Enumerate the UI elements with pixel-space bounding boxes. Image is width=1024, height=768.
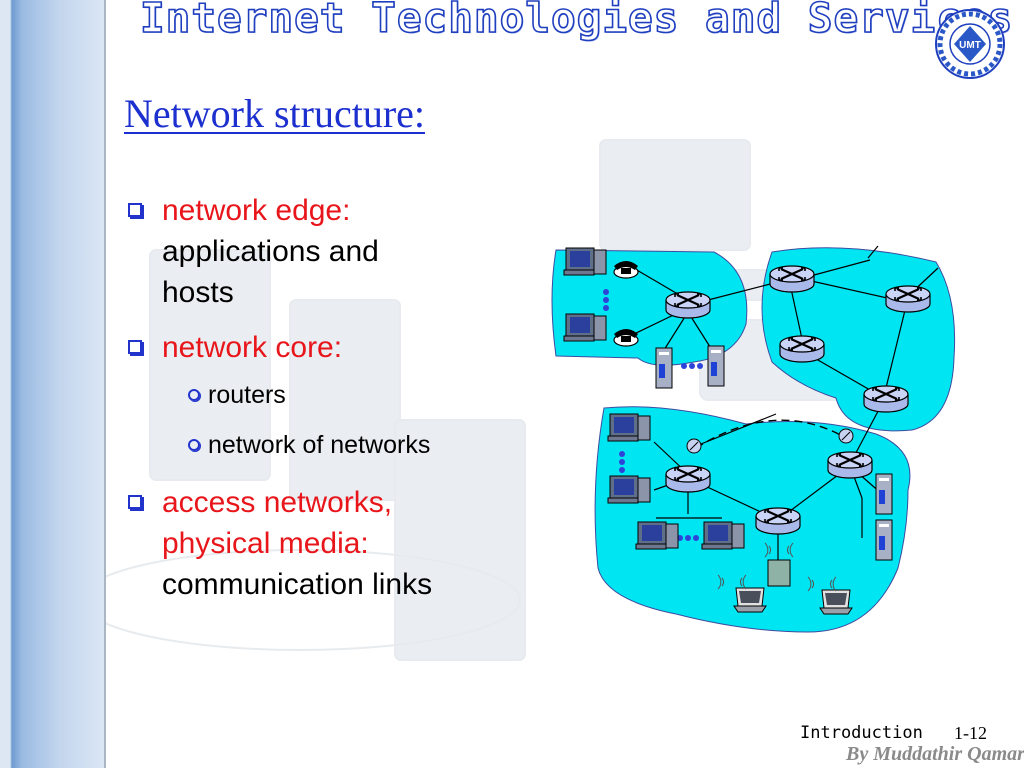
network-diagram xyxy=(551,245,956,633)
dashed-dialup-link xyxy=(695,419,847,449)
router-icon xyxy=(862,384,910,414)
bullet-network-core: network core: xyxy=(128,327,548,368)
telephone-icon xyxy=(613,328,639,347)
router-icon xyxy=(768,264,816,294)
desktop-computer-icon xyxy=(563,313,607,342)
router-icon xyxy=(778,334,826,364)
server-tower-icon xyxy=(655,347,673,389)
sub-bullet-routers: routers xyxy=(174,378,548,412)
ring-bullet-icon xyxy=(188,439,200,451)
wireless-access-point-icon xyxy=(767,559,791,587)
desktop-computer-icon xyxy=(607,413,651,442)
ring-bullet-icon xyxy=(188,389,200,401)
logo-text: UMT xyxy=(959,40,981,51)
bullet-detail: hosts xyxy=(162,276,234,309)
square-bullet-icon xyxy=(128,340,142,354)
telephone-icon xyxy=(613,260,639,279)
bullet-highlight: network core: xyxy=(162,331,343,364)
slide-title: Network structure: xyxy=(124,91,426,136)
bullet-access-networks: access networks, physical media: communi… xyxy=(128,482,548,605)
desktop-computer-icon xyxy=(607,475,651,504)
ellipsis-dots xyxy=(603,289,703,541)
footer-page-number: 1-12 xyxy=(954,723,987,743)
sub-bullet-network-of-networks: network of networks xyxy=(174,428,548,462)
server-tower-icon xyxy=(875,519,893,561)
router-icon xyxy=(754,506,802,536)
header-title: Internet Technologies and Services xyxy=(139,0,1014,43)
sub-bullet-text: network of networks xyxy=(208,431,431,459)
bullet-detail: communication links xyxy=(162,568,433,601)
server-tower-icon xyxy=(707,345,725,387)
desktop-computer-icon xyxy=(563,247,607,276)
laptop-icon xyxy=(733,587,767,613)
desktop-computer-icon xyxy=(701,521,745,550)
square-bullet-icon xyxy=(128,495,142,509)
router-icon xyxy=(884,284,932,314)
router-icon xyxy=(826,450,874,480)
footer-section-label: Introduction xyxy=(800,723,923,743)
laptop-icon xyxy=(819,589,853,615)
left-bar-divider xyxy=(104,0,106,768)
sub-bullet-text: routers xyxy=(208,381,286,409)
square-bullet-icon xyxy=(128,203,142,217)
router-icon xyxy=(664,290,712,320)
desktop-computer-icon xyxy=(635,521,679,550)
modem-icon xyxy=(686,438,702,454)
bullet-list: network edge: applications and hosts net… xyxy=(128,190,548,605)
router-icon xyxy=(664,464,712,494)
modem-icon xyxy=(838,428,854,444)
bullet-detail: applications and xyxy=(162,235,379,268)
footer-author-signature: By Muddathir Qamar xyxy=(846,743,1024,765)
university-logo: UMT xyxy=(935,9,1005,79)
server-tower-icon xyxy=(875,473,893,515)
bullet-highlight: network edge: xyxy=(162,194,351,227)
bullet-network-edge: network edge: applications and hosts xyxy=(128,190,548,313)
bullet-highlight: access networks, xyxy=(162,486,393,519)
bullet-highlight: physical media: xyxy=(162,527,369,560)
left-decorative-bar xyxy=(0,0,104,768)
